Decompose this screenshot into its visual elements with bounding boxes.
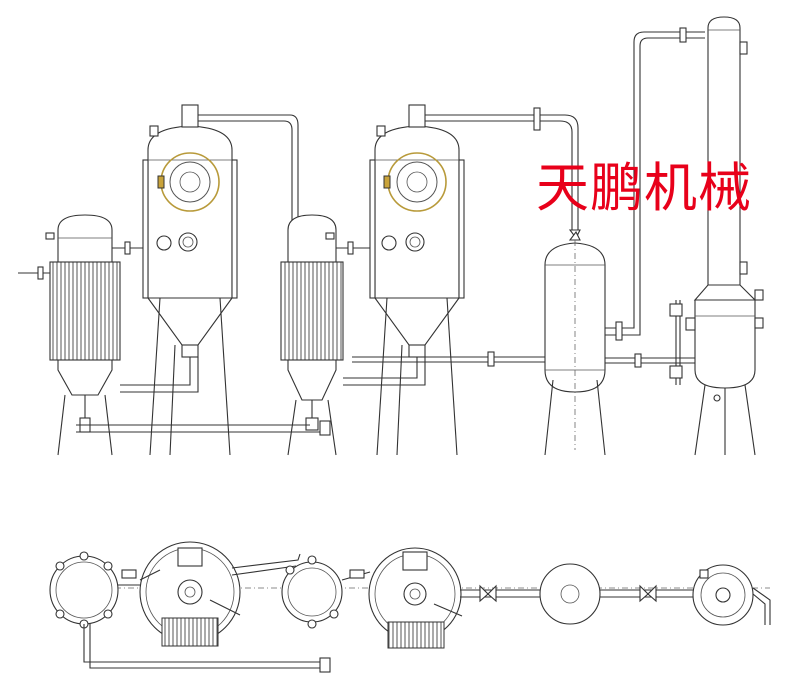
evaporator-2 bbox=[343, 104, 465, 456]
watermark-text: 天鹏机械 bbox=[536, 158, 752, 219]
plan-view bbox=[49, 541, 771, 673]
receiver-tank bbox=[669, 289, 764, 456]
heater-2 bbox=[280, 214, 375, 456]
heater-1 bbox=[18, 214, 148, 456]
separator-vessel bbox=[544, 229, 695, 456]
evaporator-1 bbox=[120, 104, 238, 456]
